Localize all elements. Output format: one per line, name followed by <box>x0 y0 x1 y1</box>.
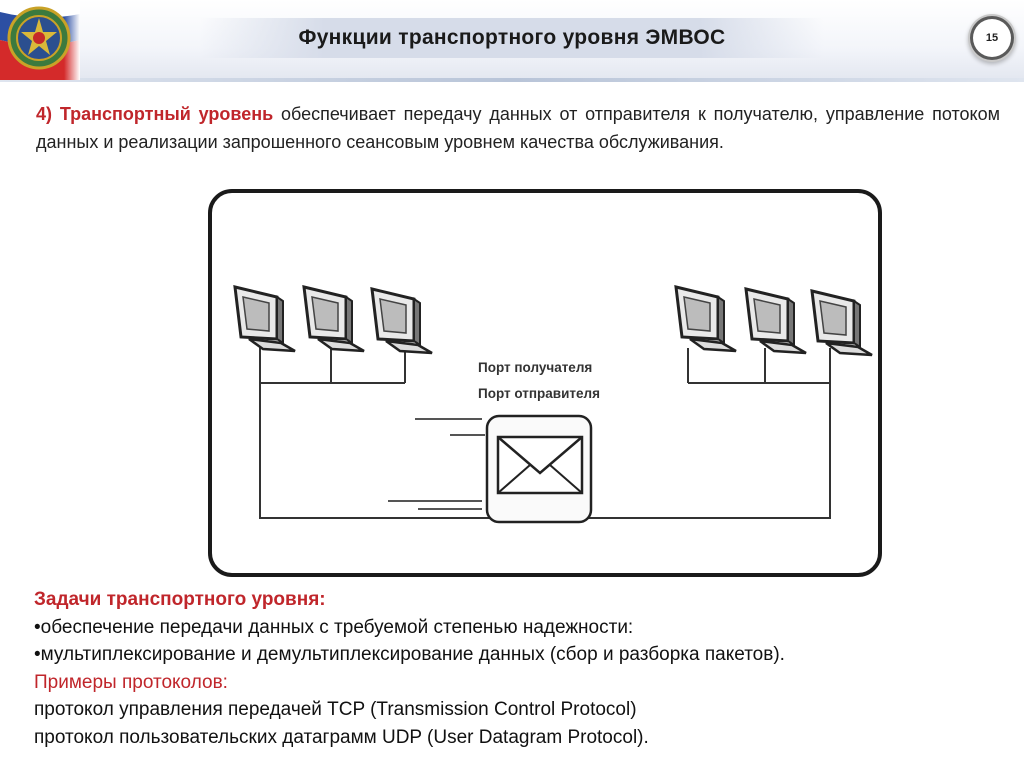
task-item: •обеспечение передачи данных с требуемой… <box>34 616 634 638</box>
tasks-section: Задачи транспортного уровня: •обеспечени… <box>34 586 994 751</box>
page-number-badge: 15 <box>973 19 1011 57</box>
intro-paragraph: 4) Транспортный уровень обеспечивает пер… <box>36 100 1000 156</box>
label-receiver-port: Порт получателя <box>478 360 592 375</box>
task-item: •мультиплексирование и демультиплексиров… <box>34 644 785 665</box>
header-divider <box>0 78 1024 82</box>
slide-title: Функции транспортного уровня ЭМВОС <box>298 26 726 49</box>
motion-lines <box>388 418 485 510</box>
intro-text: обеспечивает передачу данных от отправит… <box>36 104 1000 152</box>
title-bar <box>200 18 824 58</box>
examples-heading: Примеры протоколов: <box>34 671 228 693</box>
example-item: протокол управления передачей TCP (Trans… <box>34 699 637 720</box>
emblem-icon <box>7 6 71 70</box>
label-sender-port: Порт отправителя <box>478 386 600 401</box>
envelope-icon <box>485 414 593 524</box>
intro-lead: 4) Транспортный уровень <box>36 104 274 124</box>
transport-layer-diagram: Порт получателя Порт отправителя <box>208 189 882 577</box>
example-item: протокол пользовательских датаграмм UDP … <box>34 726 649 748</box>
tasks-heading: Задачи транспортного уровня: <box>34 589 326 610</box>
diagram-frame <box>208 189 882 577</box>
